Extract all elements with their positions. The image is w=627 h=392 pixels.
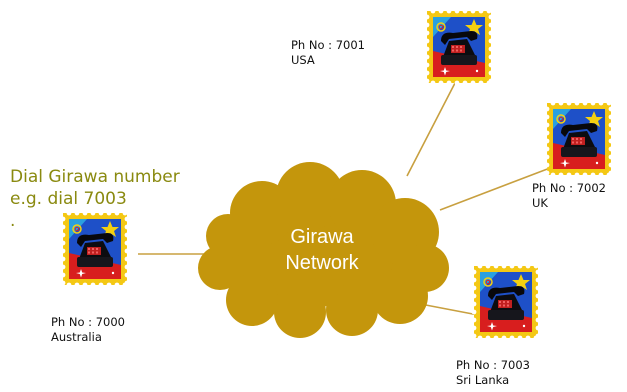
phone-label-australia: Ph No : 7000 Australia: [51, 315, 125, 345]
phone-country-srilanka: Sri Lanka: [456, 373, 510, 387]
phone-country-usa: USA: [291, 53, 315, 67]
network-label: Girawa Network: [252, 224, 392, 276]
intro-line-2: e.g. dial 7003: [10, 189, 127, 209]
phone-country-australia: Australia: [51, 330, 102, 344]
network-label-line-2: Network: [285, 252, 359, 274]
link-uk: [439, 167, 551, 211]
phone-number-srilanka: Ph No : 7003: [456, 358, 530, 372]
phone-number-uk: Ph No : 7002: [532, 181, 606, 195]
intro-text: Dial Girawa number e.g. dial 7003 .: [10, 166, 180, 232]
phone-label-uk: Ph No : 7002 UK: [532, 181, 606, 211]
link-usa: [406, 82, 456, 177]
network-label-line-1: Girawa: [290, 226, 354, 248]
telephone-stamp-icon-uk: [543, 99, 615, 179]
intro-line-1: Dial Girawa number: [10, 167, 180, 187]
phone-number-australia: Ph No : 7000: [51, 315, 125, 329]
phone-number-usa: Ph No : 7001: [291, 38, 365, 52]
intro-line-3: .: [10, 211, 16, 231]
telephone-stamp-icon-srilanka: [470, 262, 542, 342]
telephone-stamp-icon-usa: [423, 7, 495, 87]
phone-label-srilanka: Ph No : 7003 Sri Lanka: [456, 358, 530, 388]
phone-label-usa: Ph No : 7001 USA: [291, 38, 365, 68]
phone-country-uk: UK: [532, 196, 548, 210]
girawa-network-cloud: [198, 162, 449, 338]
